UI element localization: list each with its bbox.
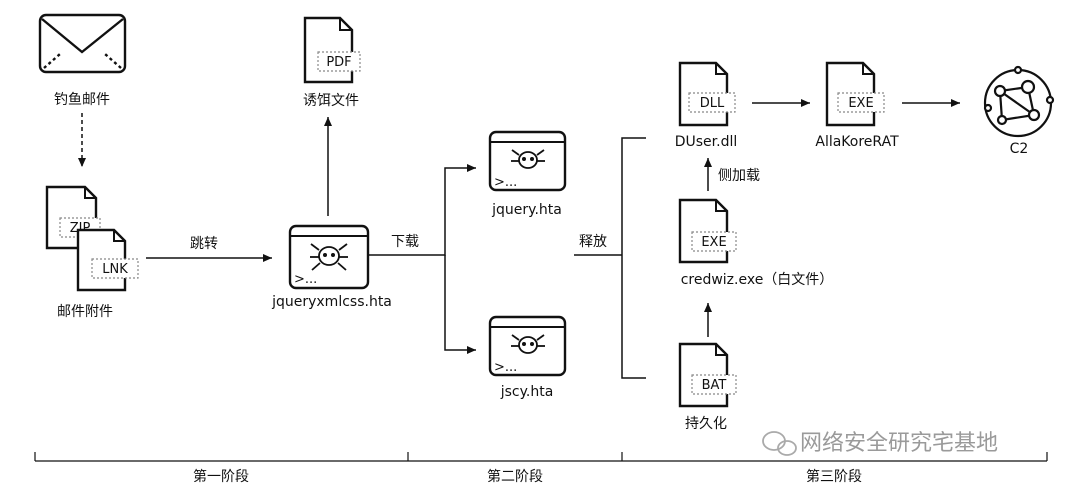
download-label: 下载 bbox=[391, 234, 419, 250]
allakore-label: AllaKoreRAT bbox=[815, 134, 899, 150]
pdf-file-icon bbox=[303, 16, 361, 84]
dll-file-icon bbox=[678, 61, 736, 127]
exe-credwiz-file-icon bbox=[678, 198, 737, 264]
stage-2-label: 第二阶段 bbox=[487, 468, 543, 485]
release-bracket bbox=[621, 137, 646, 379]
stage-timeline bbox=[34, 452, 1048, 462]
hta-window-icon bbox=[288, 224, 370, 290]
decoy-label: 诱饵文件 bbox=[303, 93, 359, 109]
pdf-tag: PDF bbox=[326, 55, 351, 70]
email-label: 钓鱼邮件 bbox=[54, 91, 110, 108]
jquery-hta-prompt: >... bbox=[494, 175, 517, 190]
jscy-hta-icon bbox=[488, 315, 567, 377]
credwiz-label: credwiz.exe（白文件） bbox=[681, 272, 834, 288]
main-hta-label: jqueryxmlcss.hta bbox=[271, 294, 392, 310]
hta-prompt-text: >... bbox=[294, 272, 317, 287]
stage-1-label: 第一阶段 bbox=[193, 468, 249, 485]
wechat-icon bbox=[762, 431, 797, 456]
jquery-hta-icon bbox=[488, 130, 567, 192]
jscy-hta-label: jscy.hta bbox=[500, 384, 554, 400]
exe-rat-file-icon bbox=[825, 61, 885, 127]
persist-label: 持久化 bbox=[685, 416, 727, 432]
bat-file-icon bbox=[678, 342, 737, 408]
lnk-tag: LNK bbox=[102, 262, 128, 277]
bat-tag: BAT bbox=[702, 378, 727, 393]
download-arrow-bottom bbox=[444, 255, 476, 354]
jquery-hta-label: jquery.hta bbox=[491, 202, 562, 218]
duser-label: DUser.dll bbox=[675, 134, 738, 150]
release-label: 释放 bbox=[579, 234, 607, 250]
c2-network-icon bbox=[983, 65, 1055, 138]
jscy-hta-prompt: >... bbox=[494, 360, 517, 375]
watermark-text: 网络安全研究宅基地 bbox=[800, 431, 998, 456]
credwiz-exe-tag: EXE bbox=[701, 235, 726, 250]
jump-label: 跳转 bbox=[190, 236, 218, 252]
lnk-file-icon bbox=[76, 228, 139, 292]
dll-tag: DLL bbox=[700, 96, 725, 111]
sideload-label: 侧加载 bbox=[718, 168, 760, 184]
rat-exe-tag: EXE bbox=[848, 96, 873, 111]
c2-label: C2 bbox=[1010, 141, 1029, 157]
email-icon bbox=[38, 13, 127, 74]
stage-3-label: 第三阶段 bbox=[806, 468, 862, 485]
download-arrow-top bbox=[368, 164, 476, 256]
attachment-label: 邮件附件 bbox=[57, 304, 113, 320]
